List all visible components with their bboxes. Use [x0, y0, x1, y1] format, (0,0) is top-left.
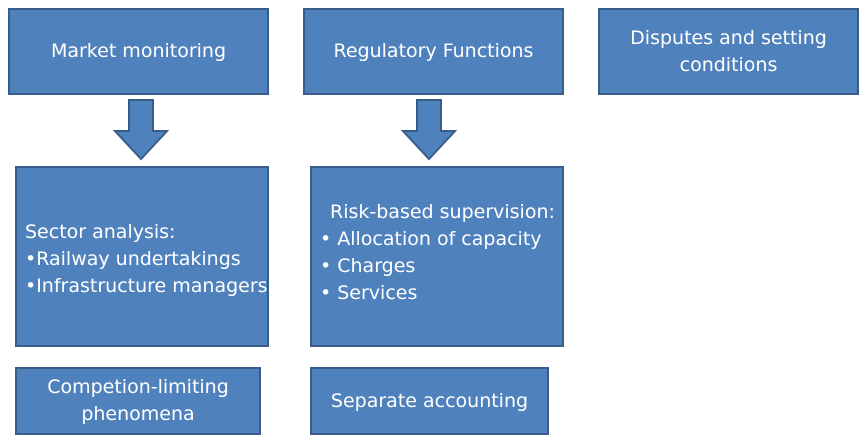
- competition-box: Competion-limiting phenomena: [15, 367, 261, 435]
- disputes-line-2: conditions: [679, 53, 778, 76]
- down-arrow-icon: [113, 99, 169, 161]
- competition-line-2: phenomena: [81, 403, 195, 425]
- risk-supervision-box: Risk-based supervision: • Allocation of …: [310, 166, 564, 347]
- risk-supervision-heading: Risk-based supervision:: [330, 200, 555, 223]
- separate-accounting-label: Separate accounting: [330, 389, 529, 412]
- disputes-box: Disputes and setting conditions: [598, 8, 859, 95]
- separate-accounting-box: Separate accounting: [310, 367, 549, 435]
- regulatory-functions-label: Regulatory Functions: [333, 40, 534, 62]
- list-item: •Infrastructure managers: [25, 275, 268, 297]
- market-monitoring-label: Market monitoring: [50, 40, 227, 62]
- disputes-label: Disputes and setting conditions: [624, 25, 833, 79]
- market-monitoring-box: Market monitoring: [8, 8, 269, 95]
- regulatory-functions-box: Regulatory Functions: [303, 8, 564, 95]
- disputes-line-1: Disputes and setting: [630, 26, 827, 49]
- list-item: • Services: [320, 281, 418, 304]
- down-arrow-icon: [401, 99, 457, 161]
- list-item: •Railway undertakings: [25, 248, 241, 270]
- list-item: • Allocation of capacity: [320, 227, 542, 250]
- competition-line-1: Competion-limiting: [47, 376, 229, 398]
- sector-analysis-box: Sector analysis: •Railway undertakings •…: [15, 166, 269, 347]
- sector-analysis-heading: Sector analysis:: [25, 221, 176, 243]
- list-item: • Charges: [320, 254, 416, 277]
